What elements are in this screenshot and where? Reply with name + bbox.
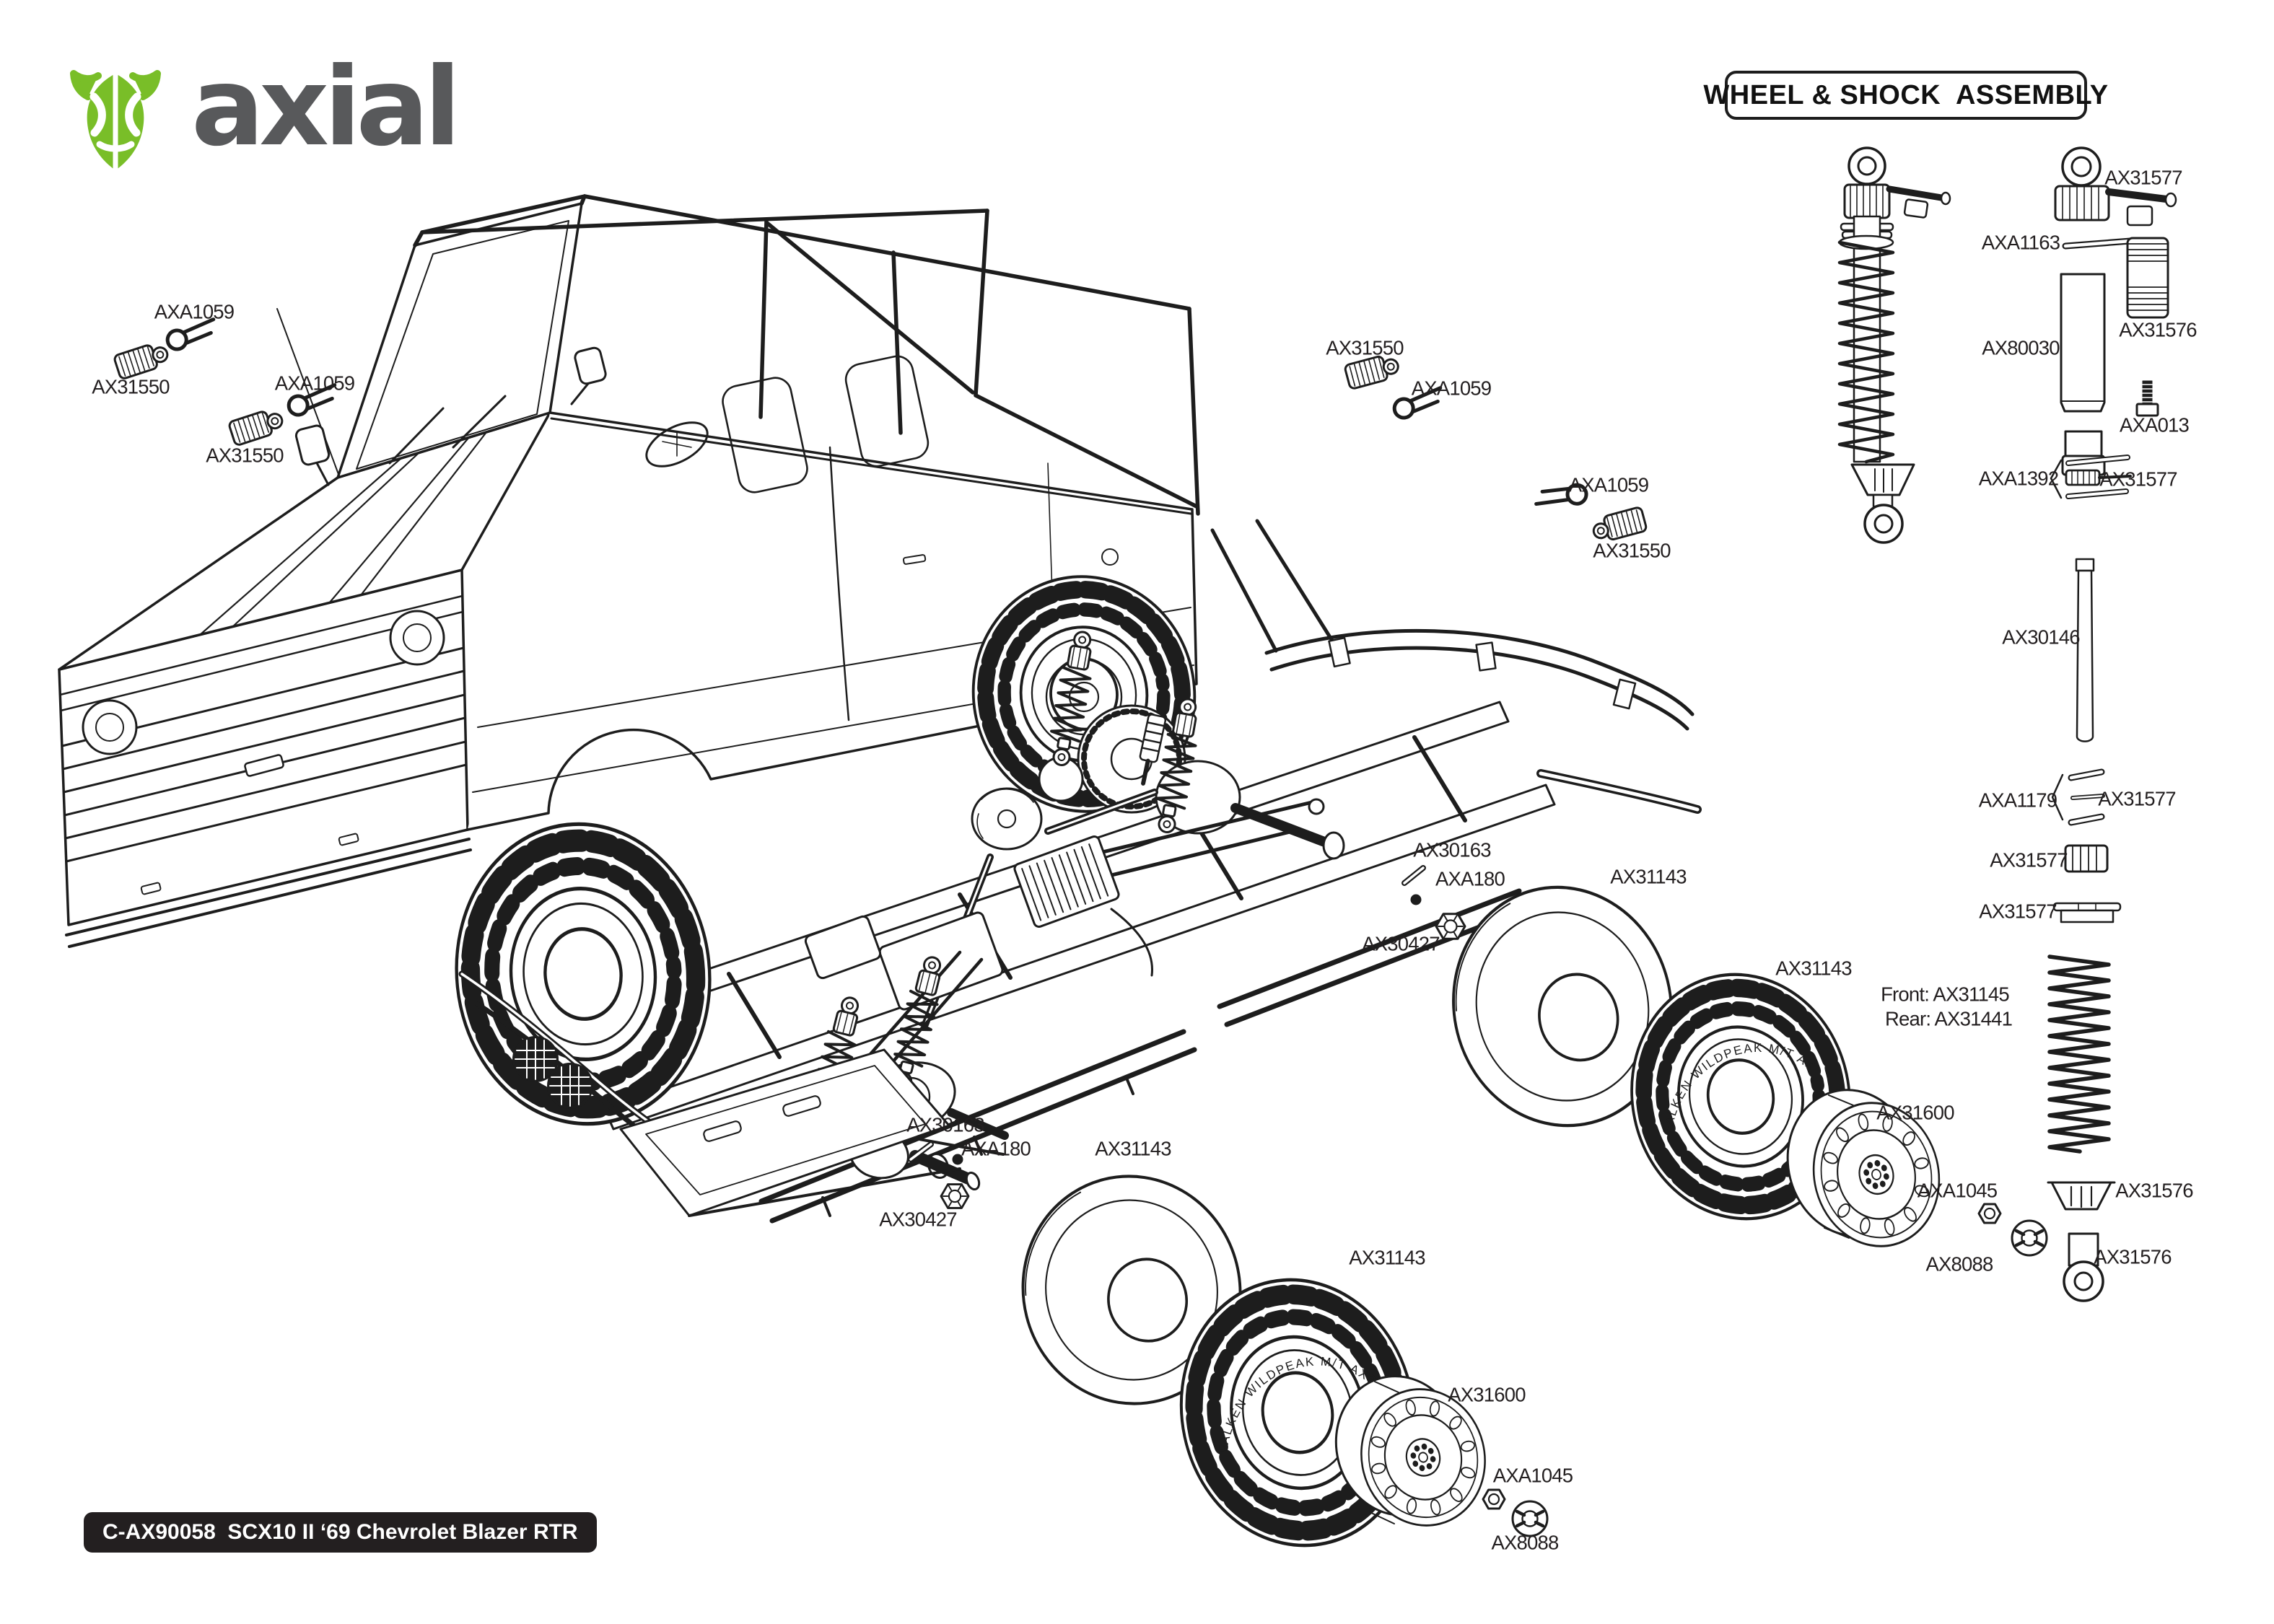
title-box: WHEEL & SHOCK ASSEMBLY [1703,71,2108,120]
brand-logo: axial [69,53,461,179]
part-label: AX31550 [1326,336,1404,359]
part-label: AXA180 [961,1137,1031,1160]
part-label: AX31577 [2098,787,2176,810]
part-label: AX31577 [1979,900,2057,923]
part-label: AX30427 [879,1208,957,1231]
page-title: WHEEL & SHOCK ASSEMBLY [1703,79,2109,110]
part-label: AXA1059 [274,372,355,395]
part-label: AX31577 [2099,468,2177,491]
part-label: AX30163 [1413,838,1491,861]
part-label: AXA1179 [1978,789,2057,812]
part-label: AX8088 [1491,1531,1559,1554]
part-label: AXA1045 [1492,1464,1573,1487]
bumper-light [547,1063,593,1109]
chassis-drawing [442,519,1702,1224]
part-label: AX8088 [1925,1252,1993,1276]
axial-logo-icon [70,68,161,175]
part-label: AX80030 [1982,336,2060,359]
part-label: AX31143 [1775,957,1852,980]
part-label: AX31577 [2104,166,2182,189]
part-label: Rear: AX31441 [1884,1007,2013,1030]
bumper-light [512,1036,559,1082]
part-label: AX31550 [206,444,284,467]
part-label: AXA1059 [1411,377,1492,400]
shock-assembly-drawing [1837,146,2177,1302]
kit-id-label: C-AX90058 SCX10 II ‘69 Chevrolet Blazer … [102,1520,578,1544]
brand-logo-text: axial [191,45,461,170]
part-label: AX30146 [2002,626,2080,649]
part-label: AX31576 [2094,1245,2172,1268]
part-label: AX31143 [1349,1246,1425,1269]
part-label: AX30163 [906,1113,984,1136]
part-label: AXA1045 [1917,1179,1998,1202]
part-label: AX31143 [1610,865,1687,888]
part-label: AX31577 [1990,848,2068,872]
part-label: AX31550 [92,375,170,398]
footer-box: C-AX90058 SCX10 II ‘69 Chevrolet Blazer … [84,1512,597,1553]
part-label: Front: AX31145 [1881,983,2010,1006]
part-label: AXA013 [2119,413,2190,436]
truck-body-drawing [58,194,1200,948]
part-label: AX31550 [1593,539,1671,562]
part-label: AXA1163 [1981,231,2060,254]
part-label: AXA1059 [1568,473,1649,496]
part-label: AX31576 [2115,1179,2193,1202]
part-label: AXA180 [1435,867,1505,890]
part-label: AX31576 [2119,318,2197,341]
part-label: AXA1392 [1978,467,2059,490]
part-label: AXA1059 [154,300,235,323]
part-label: AX30427 [1362,932,1440,955]
part-label: AX31143 [1095,1137,1171,1160]
part-label: AX31600 [1876,1101,1954,1124]
part-label: AX31600 [1448,1383,1526,1406]
